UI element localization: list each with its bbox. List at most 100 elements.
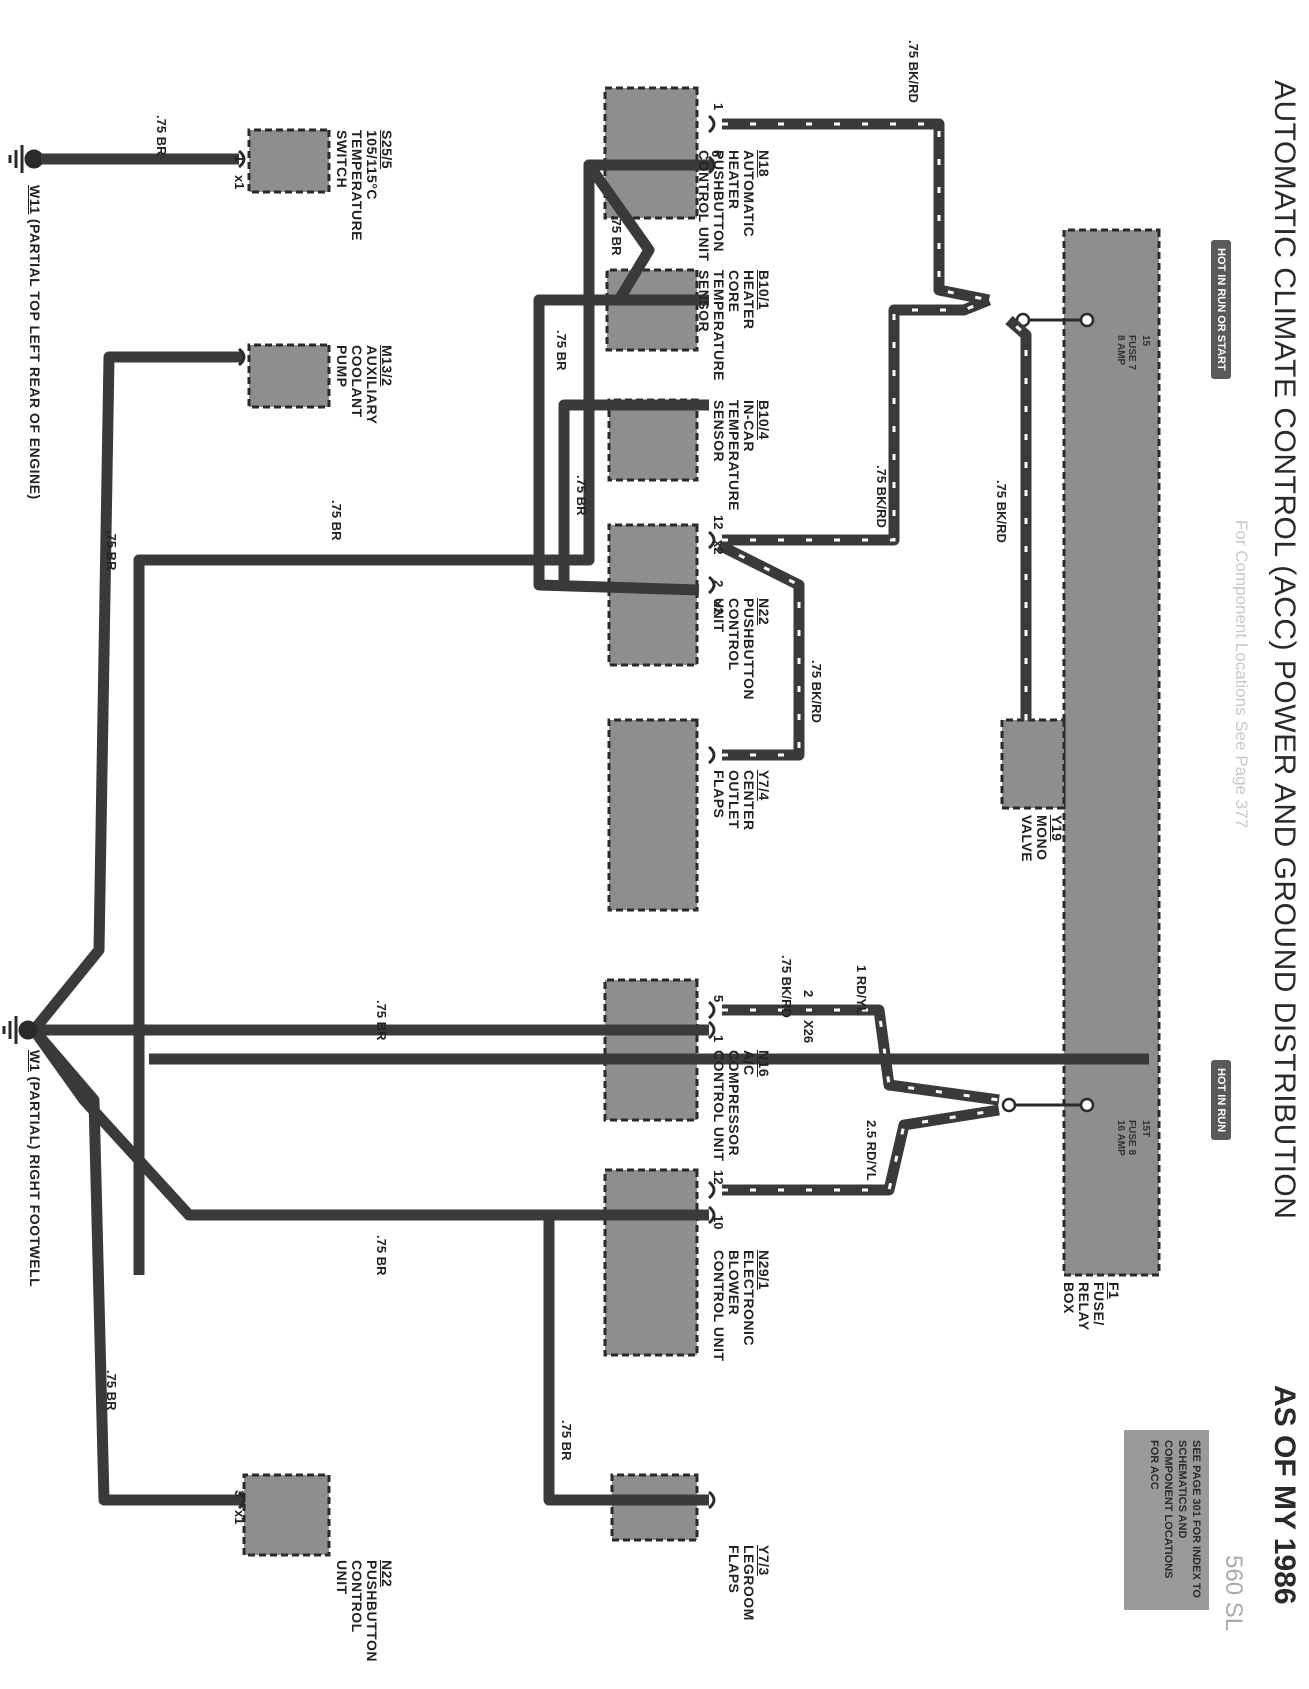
pin-n22-x2b: x2	[711, 600, 726, 615]
y7-3-code: Y7/3	[756, 1545, 772, 1576]
y19-label: Y19 MONO VALVE	[1019, 815, 1065, 863]
wire-b101-ground	[533, 294, 709, 596]
y7-4-code: Y7/4	[756, 770, 772, 801]
wire-label-b101-br: .75 BR	[554, 330, 569, 371]
term-n16-1	[708, 1020, 716, 1040]
n29-1-code: N29/1	[756, 1250, 772, 1290]
y7-4-box	[607, 718, 699, 912]
w11-code: W11	[27, 185, 43, 215]
wire-b104-ground	[558, 399, 709, 585]
pin-n29-10: 10	[711, 1215, 726, 1230]
b10-4-name: IN-CAR TEMPERATURE SENSOR	[711, 400, 757, 512]
n22b-name: PUSHBUTTON CONTROL UNIT	[334, 1560, 380, 1662]
wire-label-n22-br: .75 BR	[329, 500, 344, 541]
fuse8-number: 15T	[1140, 1120, 1151, 1138]
wire-y73-ground	[543, 1215, 709, 1506]
wire-n22-power-stripe	[722, 298, 990, 542]
component-location-subtitle: For Component Locations See Page 377	[1232, 520, 1251, 829]
fuse8-label: FUSE 8 16 AMP	[1115, 1120, 1137, 1156]
w1-code: W1	[27, 1050, 43, 1072]
fuse8-terminal-top	[1079, 1097, 1095, 1113]
fuse-relay-box-shape	[1062, 228, 1161, 1277]
pin-n22b-x1: x1	[232, 1510, 247, 1525]
term-m132	[238, 347, 246, 367]
wire-label-m132-br: .75 BR	[104, 530, 119, 571]
b10-4-code: B10/4	[756, 400, 772, 440]
wire-label-n29-br: .75 BR	[374, 1235, 389, 1276]
wire-n22b-ground	[29, 1026, 244, 1506]
n16-label: N16 A/C COMPRESSOR CONTROL UNIT	[711, 1050, 772, 1162]
s25-5-code: S25/5	[379, 130, 395, 170]
w11-name: (PARTIAL TOP LEFT REAR OF ENGINE)	[27, 214, 43, 500]
pin-n29-12: 12	[711, 1170, 726, 1185]
m13-2-name: AUXILIARY COOLANT PUMP	[334, 345, 380, 425]
wire-n16-power	[722, 1004, 1000, 1106]
wire-label-s25-br: .75 BR	[154, 115, 169, 156]
wire-label-n16-br: .75 BR	[374, 1000, 389, 1041]
pin-n16-5: 5	[711, 995, 726, 1003]
term-n29-10	[708, 1205, 716, 1225]
pin-n22b-3: 3	[232, 1490, 247, 1498]
y7-3-box	[610, 1473, 699, 1542]
wire-y74-power	[716, 540, 805, 761]
badge-hot-run-start: HOT IN RUN OR START	[1211, 240, 1231, 379]
as-of-label: AS OF MY 1986	[1268, 1385, 1301, 1605]
term-n18-1	[708, 114, 716, 134]
ground-w1-symbol	[2, 1016, 38, 1044]
b10-1-name: HEATER CORE TEMPERATURE SENSOR	[696, 270, 757, 382]
n29-1-name: ELECTRONIC BLOWER CONTROL UNIT	[711, 1250, 757, 1362]
w11-label: W11 (PARTIAL TOP LEFT REAR OF ENGINE)	[27, 185, 43, 500]
wire-label-b104-br: .75 BR	[574, 475, 589, 516]
wire-label-n16-bkrd: .75 BK/RD	[779, 955, 794, 1018]
n29-1-box	[603, 1168, 699, 1357]
wire-m132-ground	[29, 351, 244, 1034]
n22b-label: N22 PUSHBUTTON CONTROL UNIT	[334, 1560, 395, 1662]
y19-name: MONO VALVE	[1019, 815, 1050, 863]
y7-3-name: LEGROOM FLAPS	[726, 1545, 757, 1621]
fuse-box-code: F1	[1106, 1282, 1122, 1300]
pin-s25-x1: x1	[232, 175, 247, 190]
n18-name: AUTOMATIC HEATER PUSHBUTTON CONTROL UNIT	[696, 150, 757, 262]
n16-name: A/C COMPRESSOR CONTROL UNIT	[711, 1050, 757, 1162]
n18-box	[603, 86, 699, 220]
wire-label-n22b-br: .75 BR	[104, 1370, 119, 1411]
w1-name: (PARTIAL) RIGHT FOOTWELL	[27, 1072, 43, 1288]
y19-box	[1000, 718, 1066, 810]
y7-4-label: Y7/4 CENTER OUTLET FLAPS	[711, 770, 772, 831]
pin-n18-6: 6	[709, 150, 724, 158]
n22b-code: N22	[379, 1560, 395, 1588]
term-n22-12	[708, 530, 716, 550]
fuse7-label: FUSE 7 8 AMP	[1115, 335, 1137, 371]
term-n18-6	[708, 155, 716, 175]
wire-label-25rdyl: 2.5 RD/YL	[864, 1120, 879, 1181]
term-n22b	[238, 1490, 246, 1510]
fuse-relay-box-label: F1 FUSE/ RELAY BOX	[1061, 1282, 1122, 1331]
wire-label-n22-bkrd: .75 BK/RD	[874, 465, 889, 528]
n16-code: N16	[756, 1050, 772, 1078]
badge-hot-run: HOT IN RUN	[1211, 1060, 1231, 1141]
fuse7-number: 15	[1140, 335, 1151, 347]
term-y73	[708, 1490, 716, 1510]
pin-x26-2: 2	[801, 990, 816, 998]
n18-label: N18 AUTOMATIC HEATER PUSHBUTTON CONTROL …	[696, 150, 772, 262]
n18-code: N18	[756, 150, 772, 178]
wire-label-n18-br: .75 BR	[609, 215, 624, 256]
term-n16-5	[708, 1000, 716, 1020]
index-note: SEE PAGE 301 FOR INDEX TO SCHEMATICS AND…	[1124, 1430, 1209, 1610]
wire-label-n18-bkrd: .75 BK/RD	[906, 40, 921, 103]
ground-w11-symbol	[8, 145, 44, 173]
n22a-code: N22	[756, 598, 772, 626]
n16-box	[603, 978, 699, 1122]
fuse7-terminal-top	[1079, 312, 1095, 328]
page-title: AUTOMATIC CLIMATE CONTROL (ACC) POWER AN…	[1268, 80, 1301, 1220]
model-label: 560 SL	[1220, 1555, 1247, 1632]
wire-label-1rdyl: 1 RD/YL	[854, 965, 869, 1015]
b10-1-label: B10/1 HEATER CORE TEMPERATURE SENSOR	[696, 270, 772, 382]
wire-label-y73-br: .75 BR	[559, 1420, 574, 1461]
y7-4-name: CENTER OUTLET FLAPS	[711, 770, 757, 831]
wire-label-y74-bkrd: .75 BK/RD	[809, 660, 824, 723]
term-s25	[238, 149, 246, 169]
